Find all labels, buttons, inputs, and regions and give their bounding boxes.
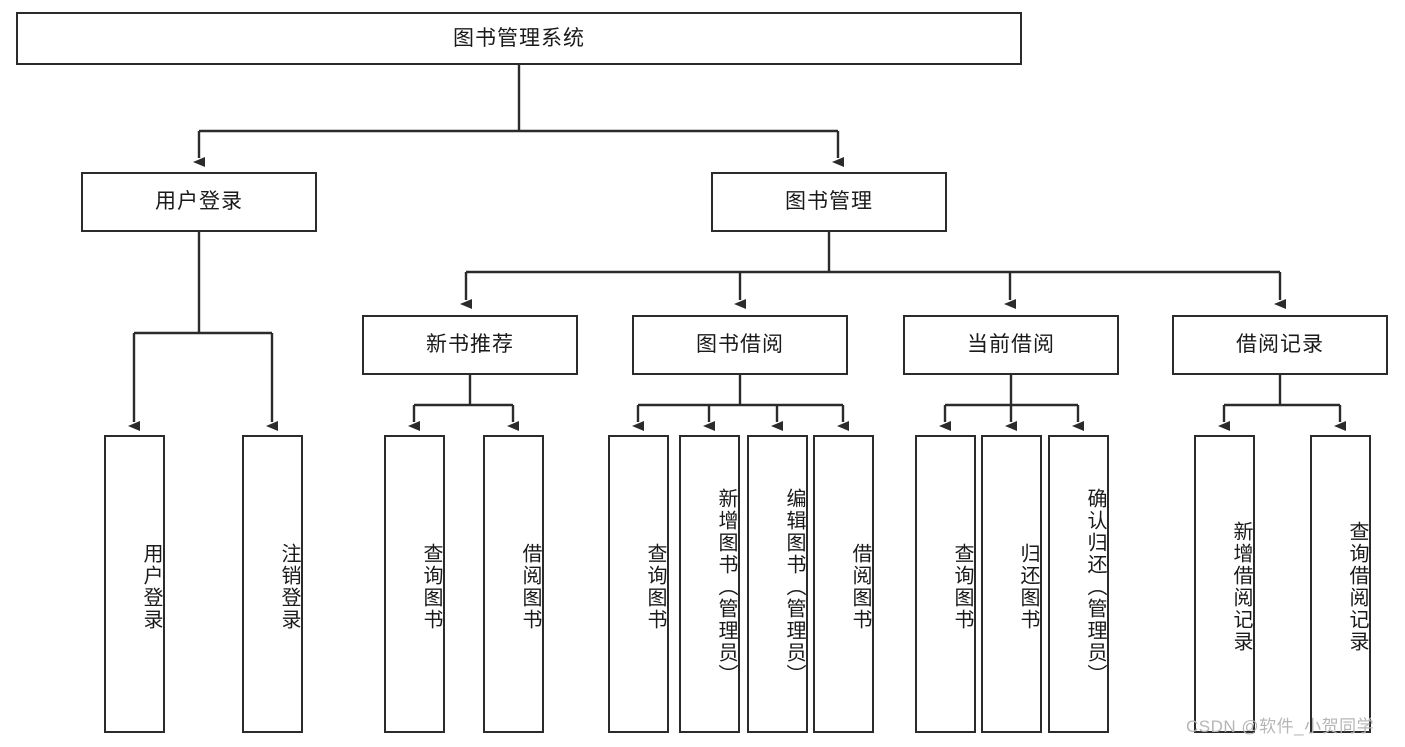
node-label: 查询图书 — [951, 543, 973, 631]
watermark-text: CSDN @软件_小贺同学 — [1186, 717, 1375, 736]
node-label: 查询图书 — [420, 543, 442, 631]
leaf-current-borrow-return-book[interactable]: 归还图书 — [981, 435, 1042, 733]
node-label: 新书推荐 — [426, 333, 514, 357]
node-label: 用户登录 — [155, 190, 243, 214]
node-label: 借阅图书 — [519, 543, 541, 631]
leaf-new-book-borrow-book[interactable]: 借阅图书 — [483, 435, 544, 733]
node-root-book-management-system[interactable]: 图书管理系统 — [16, 12, 1022, 65]
node-label: 借阅记录 — [1236, 333, 1324, 357]
node-user-login[interactable]: 用户登录 — [81, 172, 317, 232]
node-label: 编辑图书（管理员） — [783, 488, 805, 686]
node-label: 新增图书（管理员） — [715, 488, 737, 686]
leaf-user-login-logout[interactable]: 注销登录 — [242, 435, 303, 733]
node-label: 用户登录 — [140, 543, 162, 631]
node-current-borrow[interactable]: 当前借阅 — [903, 315, 1119, 375]
node-label: 当前借阅 — [967, 333, 1055, 357]
node-label: 注销登录 — [278, 543, 300, 631]
leaf-book-borrow-edit-book[interactable]: 编辑图书（管理员） — [747, 435, 808, 733]
leaf-current-borrow-query-book[interactable]: 查询图书 — [915, 435, 976, 733]
node-label: 图书借阅 — [696, 333, 784, 357]
node-book-borrow[interactable]: 图书借阅 — [632, 315, 848, 375]
node-borrow-record[interactable]: 借阅记录 — [1172, 315, 1388, 375]
leaf-current-borrow-confirm-return[interactable]: 确认归还（管理员） — [1048, 435, 1109, 733]
node-label: 归还图书 — [1017, 543, 1039, 631]
leaf-book-borrow-borrow-book[interactable]: 借阅图书 — [813, 435, 874, 733]
node-label: 图书管理 — [785, 190, 873, 214]
leaf-borrow-record-query-record[interactable]: 查询借阅记录 — [1310, 435, 1371, 733]
node-book-management[interactable]: 图书管理 — [711, 172, 947, 232]
node-label: 查询借阅记录 — [1346, 521, 1368, 653]
node-label: 图书管理系统 — [453, 26, 585, 50]
leaf-new-book-query-book[interactable]: 查询图书 — [384, 435, 445, 733]
node-label: 确认归还（管理员） — [1084, 488, 1106, 686]
leaf-borrow-record-add-record[interactable]: 新增借阅记录 — [1194, 435, 1255, 733]
node-label: 借阅图书 — [849, 543, 871, 631]
leaf-book-borrow-query-book[interactable]: 查询图书 — [608, 435, 669, 733]
leaf-book-borrow-add-book[interactable]: 新增图书（管理员） — [679, 435, 740, 733]
node-label: 查询图书 — [644, 543, 666, 631]
node-label: 新增借阅记录 — [1230, 521, 1252, 653]
leaf-user-login-login[interactable]: 用户登录 — [104, 435, 165, 733]
node-new-book-recommend[interactable]: 新书推荐 — [362, 315, 578, 375]
